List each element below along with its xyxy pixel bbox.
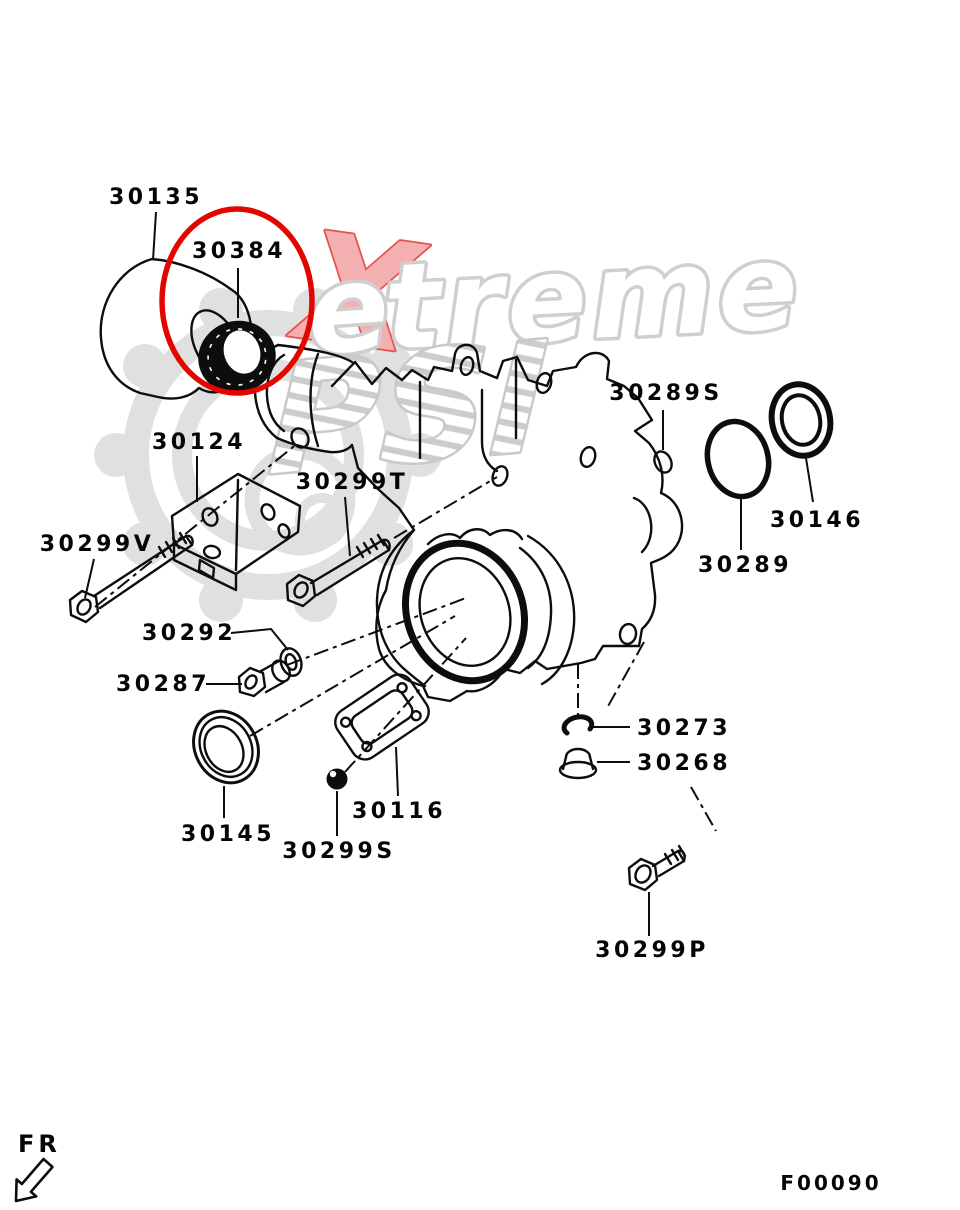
part-label-30287[interactable]: 30287: [116, 672, 210, 697]
part-washer-30273: [561, 714, 595, 736]
fr-arrow-icon: [14, 1157, 54, 1203]
part-housing: [253, 343, 684, 703]
part-bolt-30299t: [285, 533, 391, 608]
axis-30299p: [690, 786, 717, 832]
part-label-30289[interactable]: 30289: [698, 553, 792, 578]
part-plug-30268: [558, 747, 598, 780]
part-plug-30287: [237, 659, 291, 698]
axis-30299v: [94, 442, 299, 608]
part-label-30384[interactable]: 30384: [192, 239, 286, 264]
part-oil-seal-30145: [192, 709, 260, 785]
axis-30299t: [393, 476, 498, 539]
part-label-30146[interactable]: 30146: [770, 508, 864, 533]
part-oil-seal-30384: [198, 320, 276, 394]
axis-30273-diag: [606, 641, 645, 709]
leader-30135: [152, 211, 157, 261]
part-label-30145[interactable]: 30145: [181, 822, 275, 847]
part-oil-seal-30146: [768, 381, 834, 459]
orientation-label: FR: [18, 1130, 61, 1158]
leader-30292: [230, 627, 289, 651]
part-label-30289s[interactable]: 30289S: [609, 381, 722, 406]
part-label-30299p[interactable]: 30299P: [595, 938, 709, 963]
part-label-30124[interactable]: 30124: [152, 430, 246, 455]
leader-30116: [395, 746, 399, 797]
part-label-30292[interactable]: 30292: [142, 621, 236, 646]
watermark-word-start: e: [303, 238, 394, 382]
part-label-30273[interactable]: 30273: [637, 716, 731, 741]
figure-code: F00090: [780, 1171, 881, 1195]
part-bolt-30299v: [68, 531, 194, 624]
orientation-marker: FR: [14, 1130, 61, 1203]
part-label-30268[interactable]: 30268: [637, 751, 731, 776]
part-label-30299s[interactable]: 30299S: [282, 839, 395, 864]
leader-30299t: [344, 496, 351, 557]
part-bolt-30299p: [627, 844, 687, 892]
part-oring-30289s: [653, 450, 673, 474]
part-label-30299t[interactable]: 30299T: [296, 470, 409, 495]
part-labels: 30135 30384 30124 30299T 30299V 30292 30…: [40, 185, 864, 963]
part-label-30135[interactable]: 30135: [109, 185, 203, 210]
part-label-30299v[interactable]: 30299V: [40, 532, 155, 557]
axis-30145: [249, 615, 456, 737]
part-cover-30116: [334, 673, 430, 761]
leader-30299v: [84, 558, 95, 599]
part-label-30116[interactable]: 30116: [352, 799, 446, 824]
leader-lines: [84, 211, 814, 936]
highlight-circle[interactable]: [159, 206, 315, 396]
part-ball-30299s: [326, 768, 348, 790]
part-oring-30289: [704, 418, 772, 500]
leader-30146: [805, 457, 814, 503]
